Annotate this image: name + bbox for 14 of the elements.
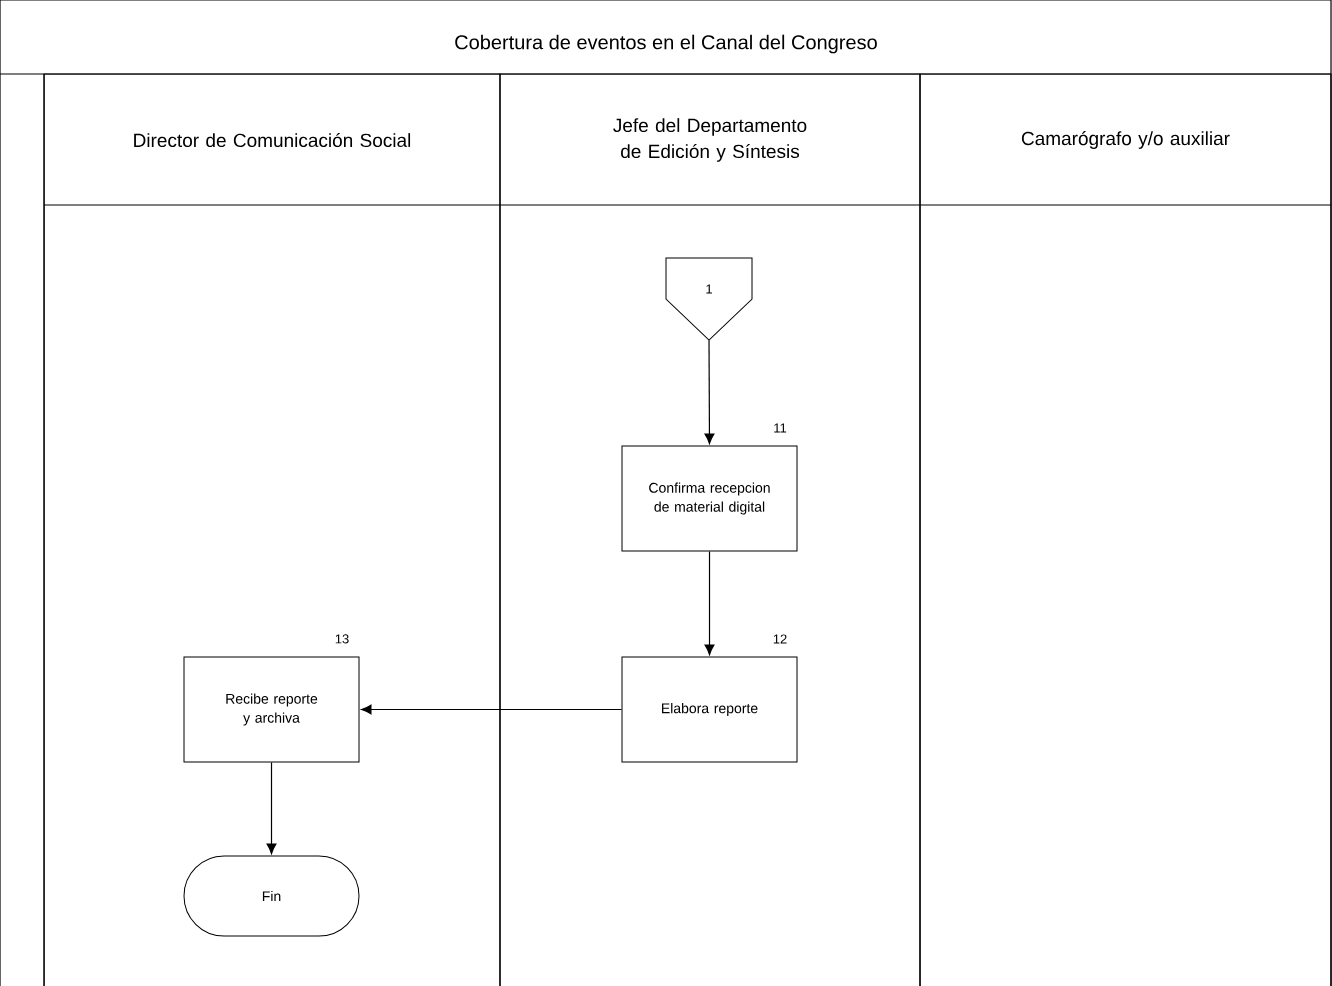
process-box: Recibe reporte y archiva: [183, 656, 360, 763]
step-number: 12: [773, 634, 787, 644]
off-page-connector: 1: [665, 257, 753, 341]
arrow: [266, 761, 277, 855]
arrow: [704, 339, 715, 445]
swimlane: Camarógrafo y/o auxiliar: [919, 73, 1332, 986]
terminator: Fin: [183, 855, 360, 937]
step-number: 11: [774, 423, 787, 433]
step-number: 13: [335, 634, 349, 644]
process-box: Confirma recepcion de material digital: [621, 445, 798, 552]
title: Cobertura de eventos en el Canal del Congreso: [455, 34, 877, 54]
process-box: Elabora reporte: [621, 656, 798, 763]
arrow: [704, 550, 715, 656]
arrow: [360, 704, 623, 715]
